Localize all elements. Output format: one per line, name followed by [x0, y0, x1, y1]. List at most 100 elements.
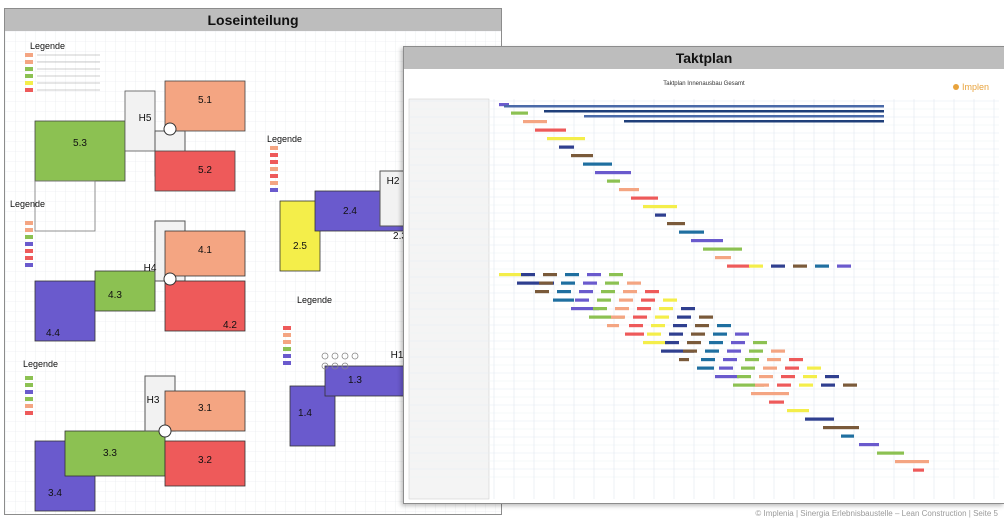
gantt-bar [679, 230, 704, 234]
building-label: 5.2 [198, 165, 212, 176]
gantt-bar [557, 290, 571, 294]
gantt-bar [697, 366, 714, 370]
implenia-logo-text: Implen [962, 82, 989, 92]
gantt-summary-bar [544, 110, 884, 113]
gantt-bar [705, 349, 719, 353]
gantt-bar [663, 298, 677, 302]
gantt-bar [667, 222, 685, 226]
gantt-bar [645, 290, 659, 294]
building-5 [34, 80, 246, 232]
gantt-bar [785, 366, 799, 370]
gantt-bar [799, 383, 813, 387]
gantt-bar [807, 366, 821, 370]
gantt-bar [699, 315, 713, 319]
gantt-bar [579, 290, 593, 294]
gantt-bar [727, 349, 741, 353]
gantt-bar [627, 281, 641, 285]
gantt-bar [749, 349, 763, 353]
gantt-bar [877, 451, 904, 455]
building-label: 1.3 [348, 375, 362, 386]
gantt-bar [637, 307, 651, 311]
gantt-bar [777, 383, 791, 387]
gantt-bar [643, 205, 677, 209]
gantt-bar [733, 383, 764, 387]
gantt-bar [771, 349, 785, 353]
gantt-bar [717, 324, 731, 328]
taktplan-panel: Taktplan Taktplan Innenausbau Gesamt Imp… [403, 46, 1004, 504]
gantt-bar [571, 154, 593, 158]
gantt-bar [753, 341, 767, 345]
gantt-bar [539, 281, 553, 285]
gantt-bar [547, 137, 585, 141]
gantt-bar [715, 375, 739, 379]
gantt-bar [769, 400, 784, 404]
gantt-bar [607, 179, 620, 183]
gantt-bar [719, 366, 733, 370]
gantt-bar [681, 307, 695, 311]
gantt-bar [511, 111, 528, 115]
legend-title: Legende [23, 359, 59, 369]
gantt-bar [583, 162, 612, 166]
building-labels: 5.1 5.2 5.3 H5 4.1 4.2 4.3 4.4 H4 3.1 3.… [46, 95, 407, 499]
gantt-bar [615, 307, 629, 311]
building-label: 1.4 [298, 408, 312, 419]
gantt-bar [587, 273, 601, 277]
gantt-bar [737, 375, 751, 379]
gantt-bar [553, 298, 574, 302]
gantt-bar [741, 366, 755, 370]
gantt-bar [633, 315, 647, 319]
gantt-bar [605, 281, 619, 285]
legend-title: Legende [30, 41, 66, 51]
gantt-bar [655, 213, 666, 217]
gantt-summary-bar [584, 115, 884, 118]
gantt-bar [499, 273, 529, 277]
gantt-bar [643, 341, 669, 345]
building-label: 2.4 [343, 206, 357, 217]
gantt-bar [749, 264, 763, 268]
building-label: 2.5 [293, 241, 307, 252]
gantt-bar [595, 171, 631, 175]
gantt-bar [789, 358, 803, 362]
building-2 [270, 146, 406, 272]
legend-top [25, 53, 100, 92]
gantt-bar [895, 460, 929, 464]
gantt-bar [625, 332, 644, 336]
gantt-bar [559, 145, 574, 149]
gantt-bar [677, 315, 691, 319]
gantt-bar [561, 281, 575, 285]
building-label: 3.1 [198, 403, 212, 414]
gantt-bar [751, 392, 789, 396]
gantt-bar [691, 239, 723, 243]
gantt-bar [755, 383, 769, 387]
gantt-bar [523, 120, 547, 124]
legend-title: Legende [267, 134, 303, 144]
gantt-bar [715, 256, 731, 260]
gantt-bar [499, 103, 509, 107]
building-4 [25, 220, 246, 342]
gantt-bar [659, 307, 673, 311]
gantt-bar [623, 290, 637, 294]
footer-text: © Implenia | Sinergia Erlebnisbaustelle … [755, 509, 998, 518]
gantt-bar [589, 315, 624, 319]
gantt-bar [781, 375, 795, 379]
building-label: 3.4 [48, 488, 62, 499]
gantt-bar [593, 307, 607, 311]
loseinteilung-title: Loseinteilung [5, 9, 501, 31]
gantt-bar [709, 341, 723, 345]
gantt-bar [565, 273, 579, 277]
gantt-bar [575, 298, 589, 302]
gantt-bar [731, 341, 745, 345]
building-label: 3.2 [198, 455, 212, 466]
gantt-bar [735, 332, 749, 336]
gantt-bar [837, 264, 851, 268]
building-label: 3.3 [103, 448, 117, 459]
gantt-bar [687, 341, 701, 345]
gantt-bar [759, 375, 773, 379]
gantt-bar [661, 349, 694, 353]
building-label: H2 [387, 176, 400, 187]
gantt-bar [601, 290, 615, 294]
taktplan-title: Taktplan [404, 47, 1004, 69]
gantt-bar [727, 264, 750, 268]
gantt-bar [607, 324, 619, 328]
gantt-bar [535, 128, 566, 132]
